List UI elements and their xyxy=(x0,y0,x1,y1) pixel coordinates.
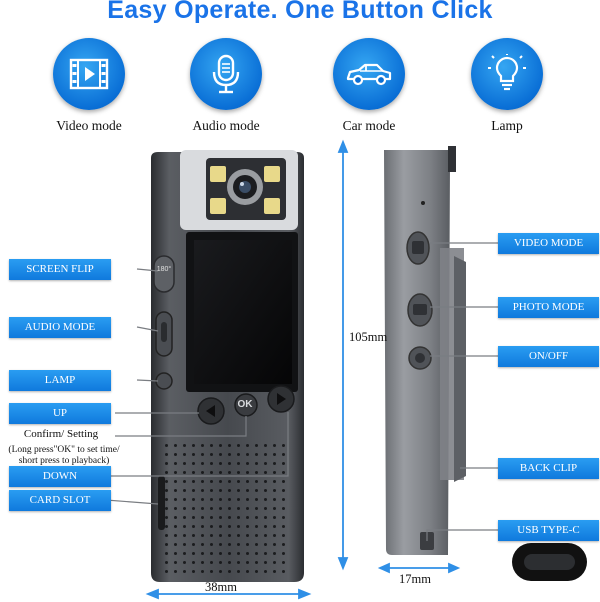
width-dimension: 38mm xyxy=(205,580,237,594)
callout-lamp: LAMP xyxy=(9,370,111,391)
ok-label: OK xyxy=(237,399,253,410)
callout-confirm-note-1: (Long press"OK" to set time/ xyxy=(8,445,120,455)
card-slot xyxy=(158,476,165,530)
headline: Easy Operate. One Button Click xyxy=(107,0,493,24)
video-icon xyxy=(53,38,125,110)
callout-up: UP xyxy=(9,403,111,424)
mode-label: Lamp xyxy=(491,118,523,133)
speaker-grill xyxy=(165,440,291,576)
led-light xyxy=(264,198,280,214)
leader-lines xyxy=(100,242,499,541)
screen-flip-button[interactable] xyxy=(153,255,175,293)
microphone-icon xyxy=(190,38,262,110)
mode-car: Car mode xyxy=(309,38,429,134)
callout-photo-mode: PHOTO MODE xyxy=(498,297,599,318)
led-light xyxy=(264,166,280,182)
mode-video: Video mode xyxy=(29,38,149,134)
callout-confirm-note-2: short press to playback) xyxy=(18,456,110,466)
mic-hole xyxy=(421,201,425,205)
device-screen xyxy=(194,240,292,384)
callout-back-clip: BACK CLIP xyxy=(498,458,599,479)
lamp-button[interactable] xyxy=(155,372,173,390)
callout-usb: USB TYPE-C xyxy=(498,520,599,541)
mode-lamp: Lamp xyxy=(447,38,567,134)
car-icon xyxy=(333,38,405,110)
flip-label: 180° xyxy=(156,266,172,273)
callout-down: DOWN xyxy=(9,466,111,487)
led-light xyxy=(210,198,226,214)
mode-audio: Audio mode xyxy=(166,38,286,134)
device-front xyxy=(151,150,304,582)
callout-video-mode: VIDEO MODE xyxy=(498,233,599,254)
depth-dimension: 17mm xyxy=(399,572,431,586)
callout-audio-mode: AUDIO MODE xyxy=(9,317,111,338)
callout-card-slot: CARD SLOT xyxy=(9,490,111,511)
height-dimension: 105mm xyxy=(349,330,388,344)
led-light xyxy=(210,166,226,182)
mode-label: Car mode xyxy=(342,118,396,133)
callout-confirm: Confirm/ Setting xyxy=(23,428,99,440)
mode-label: Video mode xyxy=(56,118,122,133)
mode-label: Audio mode xyxy=(192,118,260,133)
dimension-lines xyxy=(145,139,461,600)
callout-screen-flip: SCREEN FLIP xyxy=(9,259,111,280)
callout-on-off: ON/OFF xyxy=(498,346,599,367)
device-side xyxy=(384,146,466,555)
lamp-icon xyxy=(471,38,543,110)
